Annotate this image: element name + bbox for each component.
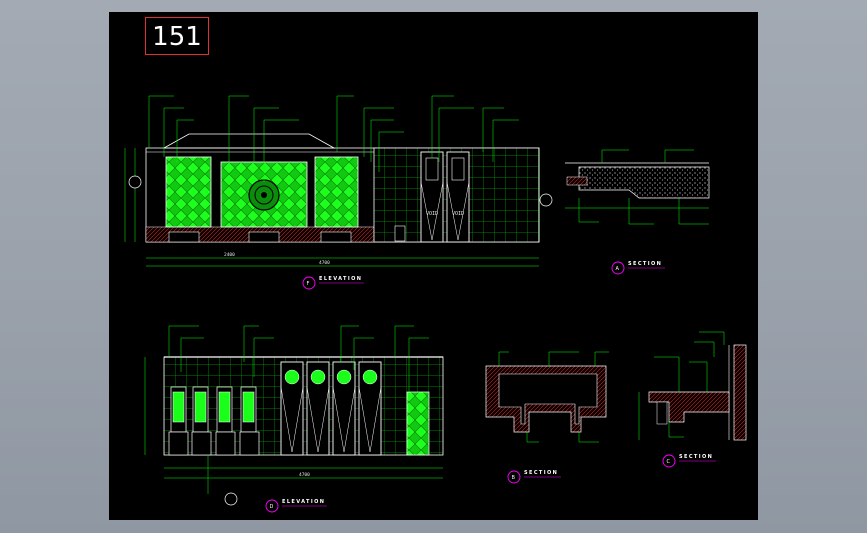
view-id-b: B	[512, 475, 516, 481]
view-id-a: A	[616, 266, 620, 272]
elevation-d: 4700 D ELEVATION	[144, 325, 444, 513]
section-a: A SECTION	[565, 149, 710, 275]
view-title-a: SECTION	[628, 261, 662, 267]
door-label: VOID	[426, 211, 438, 217]
door-label: VOID	[452, 211, 464, 217]
view-title-d: ELEVATION	[282, 499, 325, 505]
view-id-f: F	[307, 281, 310, 287]
elevation-f: VOID VOID 2400 4700 F ELEVATION	[124, 95, 553, 290]
view-id-c: C	[667, 459, 671, 465]
svg-text:2400: 2400	[224, 252, 235, 258]
cad-drawing: VOID VOID 2400 4700 F ELEVATION	[124, 95, 747, 513]
view-title-b: SECTION	[524, 470, 558, 476]
view-title-f: ELEVATION	[319, 276, 362, 282]
svg-text:4700: 4700	[299, 472, 310, 478]
view-title-c: SECTION	[679, 454, 713, 460]
section-b: B SECTION	[485, 351, 609, 484]
drawing-number-label: 151	[145, 17, 209, 55]
view-id-d: D	[270, 504, 274, 510]
section-c: C SECTION	[638, 331, 747, 468]
svg-text:4700: 4700	[319, 260, 330, 266]
